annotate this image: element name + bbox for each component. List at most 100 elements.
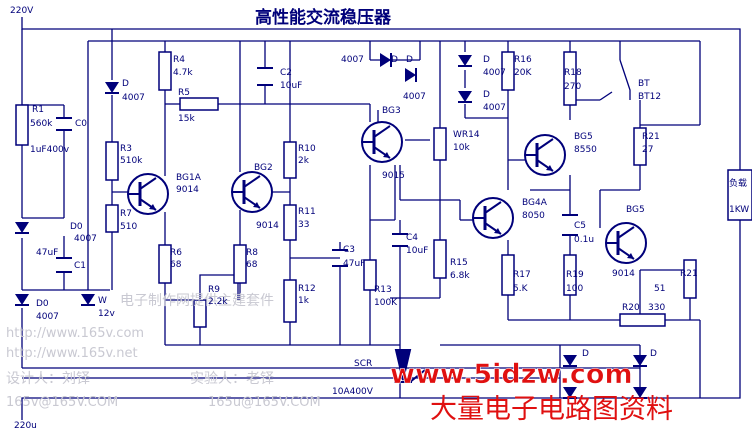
c0-value: 1uF400v bbox=[30, 145, 70, 155]
r9-label: R9 bbox=[208, 285, 220, 295]
transistor-bg5b bbox=[604, 221, 648, 265]
resistor-r7 bbox=[105, 204, 119, 233]
r3-value: 510k bbox=[120, 156, 143, 166]
r5-value: 15k bbox=[178, 114, 195, 124]
r4-label: R4 bbox=[173, 55, 185, 65]
r21a-value: 27 bbox=[642, 145, 653, 155]
d-b-label: D bbox=[406, 55, 413, 65]
resistor-r18 bbox=[563, 51, 577, 106]
c1-value: 47uF bbox=[36, 248, 58, 258]
d0b-label: D0 bbox=[36, 299, 49, 309]
resistor-r9 bbox=[193, 299, 207, 328]
r10-label: R10 bbox=[298, 144, 316, 154]
resistor-r10 bbox=[283, 141, 297, 179]
rail-bottom-label: 220u bbox=[14, 421, 37, 431]
component-labels: R1 560k C0 1uF400v D0 4007 47uF C1 D0 40… bbox=[30, 55, 749, 397]
watermark-line5: 实验人：老铎 bbox=[190, 371, 274, 387]
rail-top-label: 220V bbox=[10, 6, 34, 16]
wr14-value: 10k bbox=[453, 143, 470, 153]
d-a-label: D bbox=[391, 55, 398, 65]
components bbox=[15, 51, 752, 328]
transistor-bg1a bbox=[126, 172, 170, 216]
zener-w bbox=[80, 293, 96, 306]
transistor-bg4a bbox=[471, 196, 515, 240]
r21b-value: 51 bbox=[654, 284, 665, 294]
d0-value: 4007 bbox=[74, 234, 97, 244]
d-c-value: 4007 bbox=[483, 68, 506, 78]
resistor-r5 bbox=[179, 97, 219, 111]
diode-d-a bbox=[379, 52, 392, 68]
resistor-r15 bbox=[433, 239, 447, 279]
resistor-r12 bbox=[283, 279, 297, 323]
c2-value: 10uF bbox=[280, 81, 302, 91]
r7-value: 510 bbox=[120, 222, 137, 232]
bt-label: BT bbox=[638, 79, 650, 89]
watermarks: 电子制作网提供主建套件 http://www.165v.com http://w… bbox=[6, 293, 321, 410]
c3-label: C3 bbox=[343, 245, 355, 255]
scr-label: SCR bbox=[354, 359, 372, 369]
scr-symbol bbox=[394, 349, 426, 383]
r11-label: R11 bbox=[298, 207, 316, 217]
r18-value: 270 bbox=[564, 82, 581, 92]
capacitors bbox=[56, 67, 578, 273]
resistor-r4 bbox=[158, 51, 172, 91]
r17-value: 5.K bbox=[513, 284, 529, 294]
bg1a-value: 9014 bbox=[176, 185, 199, 195]
r19-label: R19 bbox=[566, 270, 584, 280]
r1-value: 560k bbox=[30, 119, 53, 129]
diode-d0 bbox=[14, 221, 30, 234]
wiring bbox=[21, 17, 741, 420]
bg4a-value: 8050 bbox=[522, 211, 545, 221]
r21a-label: R21 bbox=[642, 132, 660, 142]
r1-label: R1 bbox=[32, 105, 44, 115]
diode-d-c bbox=[457, 54, 473, 67]
site-caption: 大量电子电路图资料 bbox=[430, 394, 673, 425]
r21b-label: R21 bbox=[680, 269, 698, 279]
c0-label: C0 bbox=[75, 119, 87, 129]
scr-value: 10A400V bbox=[332, 387, 374, 397]
resistor-r6 bbox=[158, 244, 172, 284]
c2-label: C2 bbox=[280, 68, 292, 78]
r9-value: 2.2k bbox=[208, 297, 228, 307]
r20-value: 330 bbox=[648, 303, 665, 313]
resistor-r1 bbox=[15, 104, 29, 146]
c5-value: 0.1u bbox=[574, 235, 594, 245]
r10-value: 2k bbox=[298, 156, 310, 166]
diode-d-b bbox=[404, 67, 417, 83]
watermark-line6: 165v@165V.COM bbox=[6, 395, 118, 410]
bt-value: BT12 bbox=[638, 92, 661, 102]
resistor-r17 bbox=[501, 254, 515, 296]
resistor-r21a bbox=[633, 127, 647, 166]
r16-label: R16 bbox=[514, 55, 532, 65]
transistors bbox=[126, 120, 648, 265]
load-label: 负载 bbox=[729, 177, 747, 189]
c1-label: C1 bbox=[74, 261, 86, 271]
transistor-bg2 bbox=[230, 170, 274, 214]
diode-d0b bbox=[14, 293, 30, 306]
r7-label: R7 bbox=[120, 209, 132, 219]
bridge-diode-b bbox=[632, 354, 648, 367]
d-c-label: D bbox=[483, 55, 490, 65]
r12-value: 1k bbox=[298, 296, 310, 306]
watermark-line7: 165u@165V.COM bbox=[208, 395, 321, 410]
resistor-r21b bbox=[683, 259, 697, 299]
resistor-r3 bbox=[105, 141, 119, 181]
watermark-line1: 电子制作网提供主建套件 bbox=[120, 293, 274, 309]
bridge-label-a: D bbox=[582, 349, 589, 359]
r18-label: R18 bbox=[564, 68, 582, 78]
transistor-bg3 bbox=[360, 120, 404, 164]
r8-label: R8 bbox=[246, 248, 258, 258]
bg2-label: BG2 bbox=[254, 163, 273, 173]
c4-value: 10uF bbox=[406, 246, 428, 256]
load-value: 1KW bbox=[729, 205, 749, 215]
bridge-label-b: D bbox=[650, 349, 657, 359]
r3-label: R3 bbox=[120, 144, 132, 154]
r15-label: R15 bbox=[450, 258, 468, 268]
r5-label: R5 bbox=[178, 88, 190, 98]
d0b-value: 4007 bbox=[36, 312, 59, 322]
watermark-line4: 设计人：刘铎 bbox=[6, 371, 90, 387]
watermark-line2: http://www.165v.com bbox=[6, 326, 144, 341]
r12-label: R12 bbox=[298, 284, 316, 294]
r19-value: 100 bbox=[566, 284, 583, 294]
